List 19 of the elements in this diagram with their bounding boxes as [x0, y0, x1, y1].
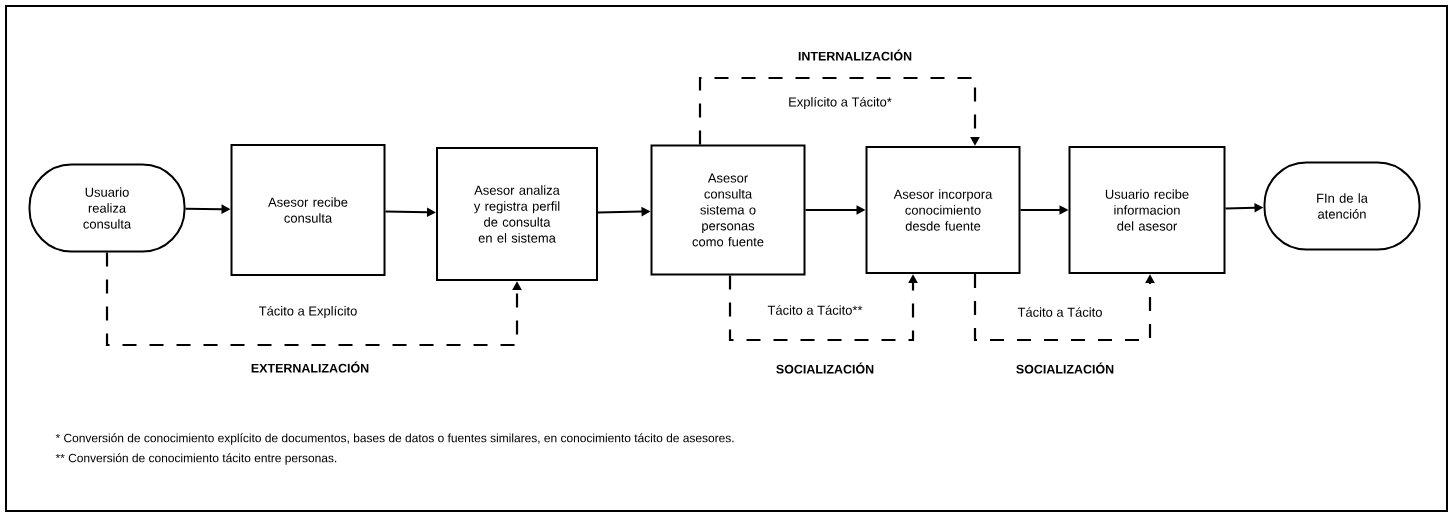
terminal-pill: Usuario realiza consulta	[28, 163, 186, 253]
arrow	[105, 252, 522, 347]
arrow	[973, 274, 1155, 342]
stage-label: INTERNALIZACIÓN	[798, 49, 912, 61]
stage-label: SOCIALIZACIÓN	[1016, 362, 1114, 374]
process-box: Asesor incorpora conocimiento desde fuente	[865, 146, 1021, 274]
stage-label: SOCIALIZACIÓN	[776, 362, 874, 374]
stage-label: EXTERNALIZACIÓN	[251, 361, 369, 373]
terminal-pill: FIn de la atención	[1263, 161, 1421, 251]
edge-label: Tácito a Tácito	[1017, 307, 1102, 317]
footnote: * Conversión de conocimiento explícito de documentos, bases de datos o fuentes similares, en conocimiento tácito de asesores.	[55, 433, 734, 445]
edge-label: Tácito a Tácito**	[767, 305, 863, 315]
edge-label: Explícito a Tácito*	[789, 96, 892, 110]
process-box: Usuario recibe informacion del asesor	[1068, 146, 1226, 274]
edge-label: Tácito a Explícito	[259, 305, 357, 319]
process-box: Asesor recibe consulta	[230, 144, 386, 276]
process-box: Asesor consulta sistema o personas como fuente	[650, 144, 806, 276]
footnote: ** Conversión de conocimiento tácito entre personas.	[55, 453, 337, 465]
process-box: Asesor analiza y registra perfil de consulta en el sistema	[436, 147, 598, 281]
